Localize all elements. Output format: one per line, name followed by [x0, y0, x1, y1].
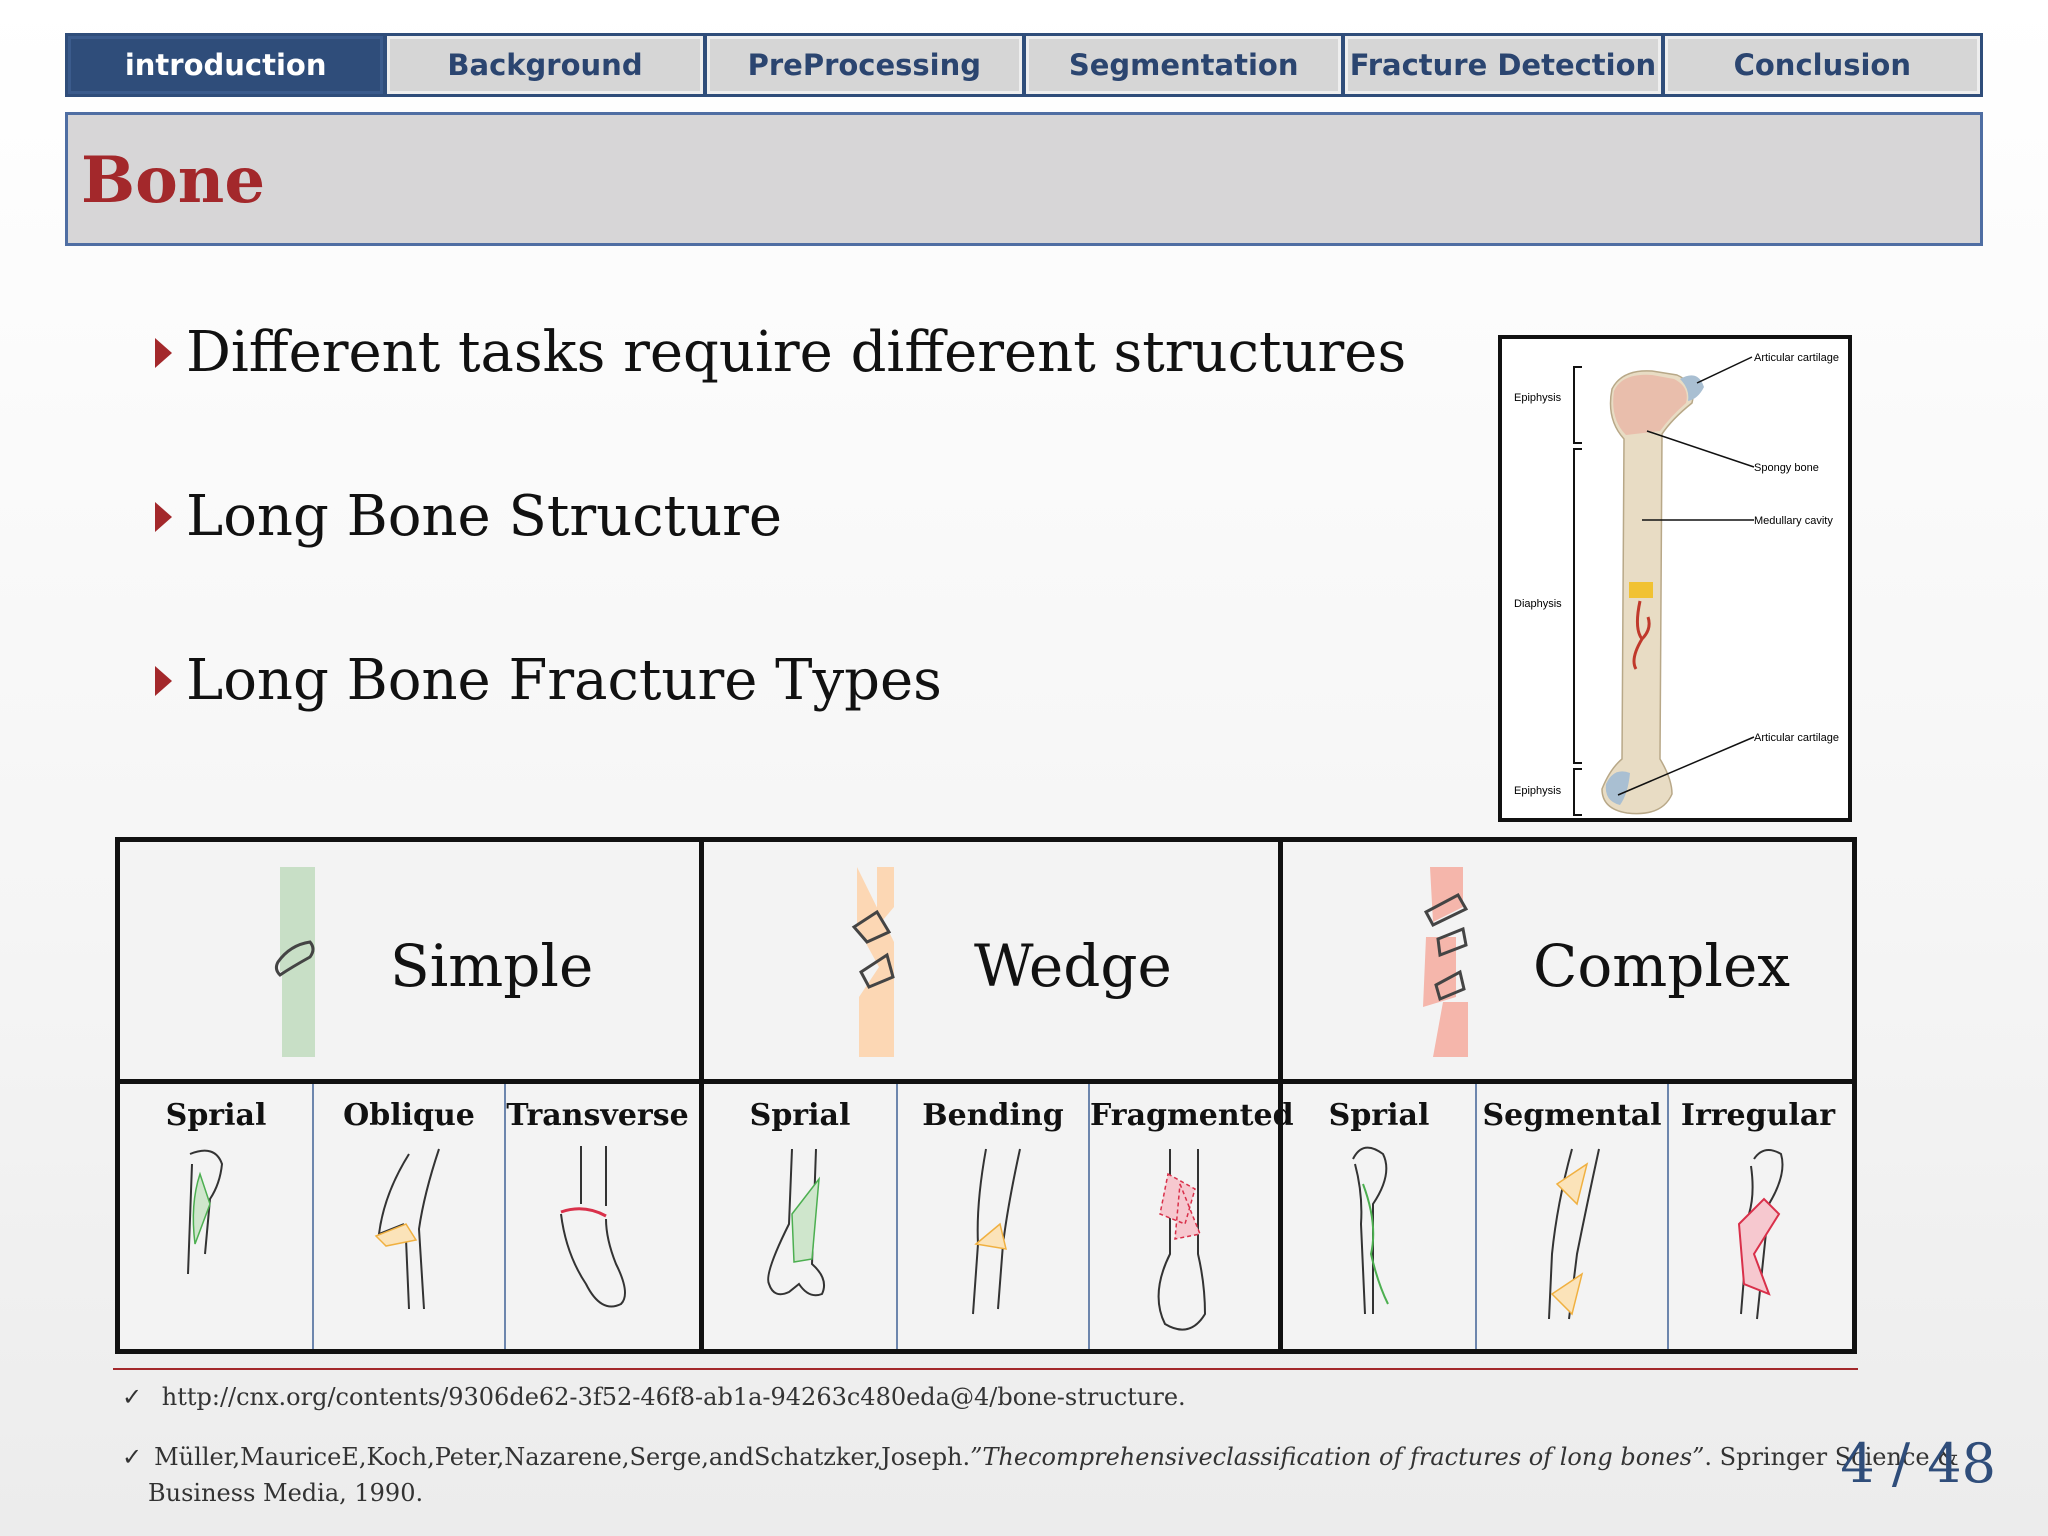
fracture-types-table: Simple Sprial Oblique Transverse: [115, 837, 1857, 1354]
bullet-triangle-icon: [155, 665, 172, 696]
group-complex: Complex Sprial Segmental Irregular: [1278, 842, 1852, 1349]
wedge-fracture-icon: [851, 867, 895, 1057]
transverse-fracture-icon: [560, 1146, 626, 1308]
reference-1: ✓ http://cnx.org/contents/9306de62-3f52-…: [122, 1383, 1186, 1411]
subtype-cell: Sprial: [120, 1084, 312, 1349]
group-wedge: Wedge Sprial Bending Fragmented: [699, 842, 1294, 1349]
group-header: Simple: [120, 842, 699, 1084]
tab-conclusion[interactable]: Conclusion: [1664, 36, 1980, 94]
irregular-fracture-icon: [1737, 1149, 1784, 1320]
long-bone-illustration: Epiphysis Diaphysis Epiphysis Articular …: [1514, 352, 1839, 816]
subtype-cell: Fragmented: [1088, 1084, 1294, 1349]
bullet-item: Long Bone Structure: [155, 484, 782, 549]
long-bone-diagram: Epiphysis Diaphysis Epiphysis Articular …: [1498, 335, 1852, 822]
slide-title-bar: Bone: [65, 112, 1983, 246]
complex-fracture-icon: [1423, 867, 1469, 1057]
label-articular-cartilage-top: Articular cartilage: [1754, 352, 1839, 364]
tab-fracture-detection[interactable]: Fracture Detection: [1345, 36, 1661, 94]
label-epiphysis-bottom: Epiphysis: [1514, 785, 1562, 797]
bullet-item: Different tasks require different struct…: [155, 320, 1406, 385]
bullet-item: Long Bone Fracture Types: [155, 648, 942, 713]
bending-fracture-icon: [972, 1148, 1021, 1315]
slide-title: Bone: [81, 143, 266, 218]
spiral-fracture-icon: [767, 1148, 825, 1297]
group-header: Complex: [1283, 842, 1852, 1084]
reference-2: ✓Müller,MauriceE,Koch,Peter,Nazarene,Ser…: [122, 1443, 1959, 1471]
check-icon: ✓: [122, 1383, 143, 1411]
simple-fracture-icon: [274, 867, 315, 1057]
oblique-fracture-icon: [374, 1148, 440, 1310]
group-name: Wedge: [974, 932, 1172, 1000]
label-spongy-bone: Spongy bone: [1754, 462, 1819, 474]
label-medullary-cavity: Medullary cavity: [1754, 515, 1833, 527]
label-articular-cartilage-bottom: Articular cartilage: [1754, 732, 1839, 744]
subtype-cell: Segmental: [1475, 1084, 1667, 1349]
fragmented-fracture-icon: [1157, 1149, 1207, 1331]
group-name: Complex: [1533, 932, 1791, 1000]
segmental-fracture-icon: [1548, 1148, 1600, 1320]
group-simple: Simple Sprial Oblique Transverse: [120, 842, 699, 1349]
label-epiphysis-top: Epiphysis: [1514, 392, 1562, 404]
check-icon: ✓: [122, 1443, 143, 1471]
spiral-fracture-icon: [187, 1149, 224, 1275]
footer-divider: [113, 1368, 1858, 1370]
bullet-triangle-icon: [155, 501, 172, 532]
subtype-cell: Oblique: [312, 1084, 504, 1349]
section-nav: introduction Background PreProcessing Se…: [65, 33, 1983, 97]
subtype-cell: Sprial: [1283, 1084, 1475, 1349]
subtype-cell: Transverse: [504, 1084, 689, 1349]
subtype-cell: Bending: [896, 1084, 1088, 1349]
subtype-cell: Sprial: [704, 1084, 896, 1349]
tab-preprocessing[interactable]: PreProcessing: [706, 36, 1022, 94]
subtype-cell: Irregular: [1667, 1084, 1847, 1349]
page-number: 4 / 48: [1840, 1432, 1996, 1495]
group-header: Wedge: [704, 842, 1278, 1084]
tab-background[interactable]: Background: [387, 36, 703, 94]
bullet-triangle-icon: [155, 337, 172, 368]
label-diaphysis: Diaphysis: [1514, 598, 1562, 610]
reference-2-line2: Business Media, 1990.: [148, 1479, 424, 1507]
group-name: Simple: [390, 932, 594, 1000]
tab-introduction[interactable]: introduction: [68, 36, 384, 94]
tab-segmentation[interactable]: Segmentation: [1025, 36, 1342, 94]
spiral-fracture-icon: [1352, 1146, 1389, 1315]
